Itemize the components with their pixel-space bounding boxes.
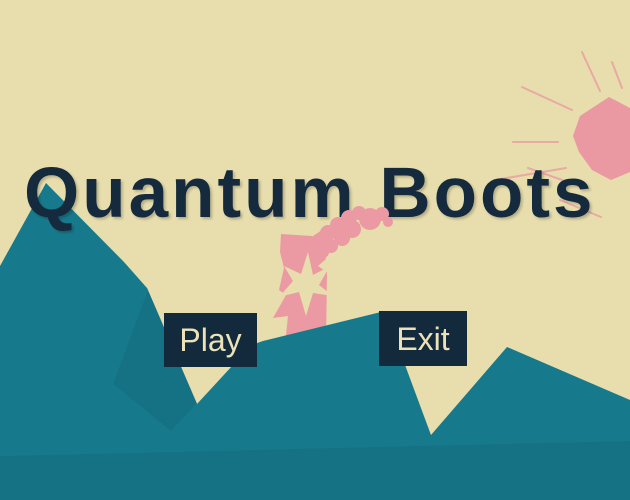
sun-icon [573,97,630,180]
trunk-crack [279,252,333,316]
terrain-shadow-band [0,441,630,500]
sun-rays-icon [494,51,623,218]
play-button-label: Play [179,322,242,358]
tree-icon [273,206,393,344]
play-button[interactable]: Play [164,313,257,367]
terrain-shadow-slope [113,290,197,431]
exit-button[interactable]: Exit [379,311,467,366]
game-title: Quantum Boots [24,154,595,233]
terrain-shadows [0,290,630,500]
exit-button-label: Exit [396,320,450,357]
terrain-foreground [147,288,630,500]
